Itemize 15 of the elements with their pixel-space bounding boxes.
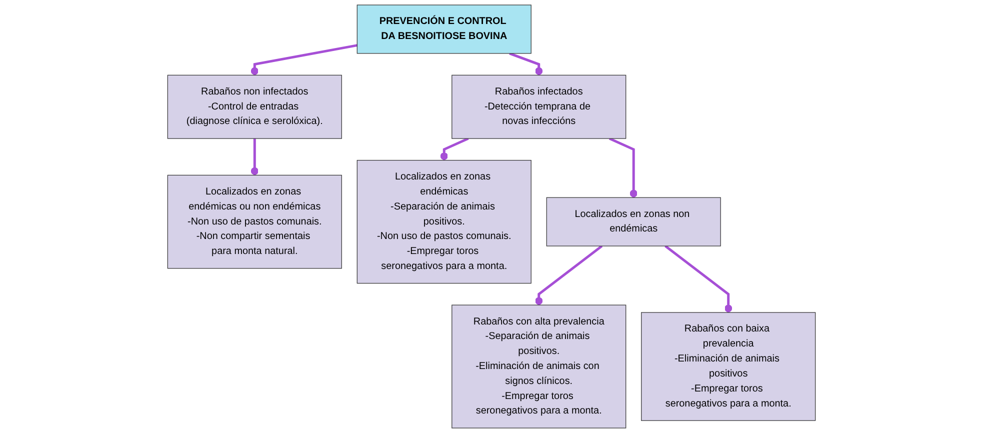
connector bbox=[440, 137, 469, 160]
node-box: PREVENCIÓN E CONTROL DA BESNOITIOSE BOVINA bbox=[356, 4, 532, 54]
node-box: Rabaños con baixa prevalencia -Eliminación de animais positivos -Empregar toros seronegativos para a monta. bbox=[641, 312, 816, 421]
node-box: Localizados en zonas endémicas -Separación de animais positivos. -Non uso de pastos comunais. -Empregar toros seronegativos para a monta. bbox=[356, 160, 532, 284]
node-box: Localizados en zonas non endémicas bbox=[546, 197, 721, 246]
node-box: Rabaños non infectados -Control de entradas (diagnose clínica e serolóxica). bbox=[167, 74, 342, 139]
connector bbox=[509, 52, 543, 76]
connector bbox=[250, 138, 258, 176]
node-box: Rabaños infectados -Detección temprana de novas infeccións bbox=[452, 74, 626, 139]
connector bbox=[608, 137, 638, 198]
node-box: Localizados en zonas endémicas ou non endémicas -Non uso de pastos comunais. -Non compartir sementais para monta natural. bbox=[167, 174, 342, 269]
node-box: Rabaños con alta prevalencia -Separación de animais positivos. -Eliminación de animais con signos clínicos. -Empregar toros seronegativos para a monta. bbox=[452, 304, 626, 428]
connector bbox=[664, 245, 732, 312]
connector bbox=[535, 245, 603, 306]
connector bbox=[250, 44, 358, 76]
